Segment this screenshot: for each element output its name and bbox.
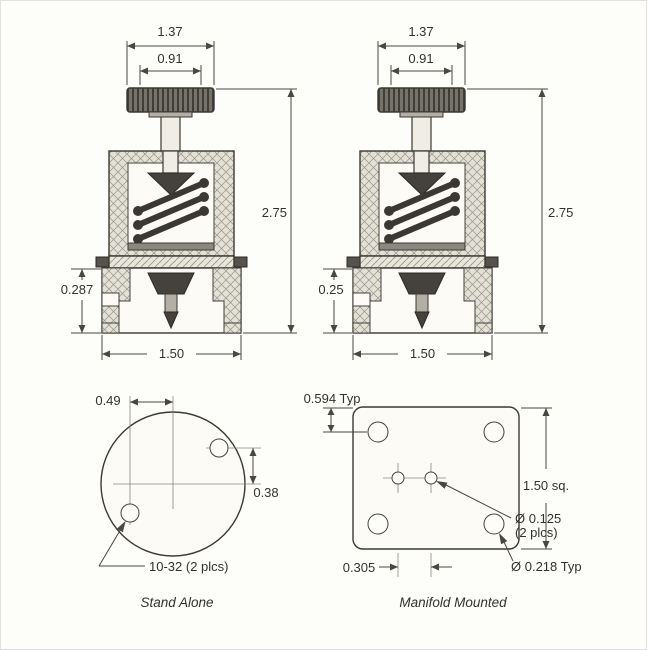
corner-hole-tr bbox=[483, 421, 505, 443]
corner-hole-br bbox=[483, 513, 505, 535]
dim-height-right: 2.75 bbox=[548, 205, 573, 220]
bottom-view-manifold: 0.594 Typ 1.50 sq. Ø 0.125 (2 plcs) Ø 0.… bbox=[304, 391, 582, 610]
dim-base-width-right: 1.50 bbox=[410, 346, 435, 361]
thread-note: 10-32 (2 plcs) bbox=[149, 559, 228, 574]
dim-knob-width-left: 1.37 bbox=[157, 24, 182, 39]
dims-front-left: 1.37 0.91 2.75 0.287 1.50 bbox=[61, 24, 297, 361]
dim-square-size: 1.50 sq. bbox=[523, 478, 569, 493]
dim-knob-width-right: 1.37 bbox=[408, 24, 433, 39]
dim-port-height-left: 0.287 bbox=[61, 282, 94, 297]
note-corner-hole: Ø 0.218 Typ bbox=[511, 559, 582, 574]
dims-front-right: 1.37 0.91 2.75 0.25 1.50 bbox=[318, 24, 573, 361]
caption-stand-alone: Stand Alone bbox=[140, 595, 213, 610]
dim-port-height-right: 0.25 bbox=[318, 282, 343, 297]
dim-hole-offset-y: 0.38 bbox=[253, 485, 278, 500]
dim-hole-spacing: 0.305 bbox=[343, 560, 376, 575]
mount-hole-lower bbox=[120, 503, 140, 523]
corner-hole-bl bbox=[367, 513, 389, 535]
valve-cross-section-stand-alone bbox=[96, 88, 247, 333]
dim-inner-width-left: 0.91 bbox=[157, 51, 182, 66]
dim-hole-offset-x: 0.49 bbox=[95, 393, 120, 408]
corner-hole-tl bbox=[367, 421, 389, 443]
caption-manifold: Manifold Mounted bbox=[399, 595, 507, 610]
bottom-view-stand-alone: 0.49 0.38 10-32 (2 plcs) Stand Alone bbox=[95, 393, 278, 610]
port-hole-right bbox=[424, 471, 438, 485]
dim-inner-width-right: 0.91 bbox=[408, 51, 433, 66]
mount-hole-upper bbox=[209, 438, 229, 458]
dim-edge-offset: 0.594 Typ bbox=[304, 391, 361, 406]
dim-height-left: 2.75 bbox=[262, 205, 287, 220]
valve-cross-section-manifold bbox=[347, 88, 498, 333]
port-hole-left bbox=[391, 471, 405, 485]
note-small-hole: Ø 0.125 bbox=[515, 511, 561, 526]
dim-base-width-left: 1.50 bbox=[159, 346, 184, 361]
note-small-hole-qty: (2 plcs) bbox=[515, 525, 558, 540]
